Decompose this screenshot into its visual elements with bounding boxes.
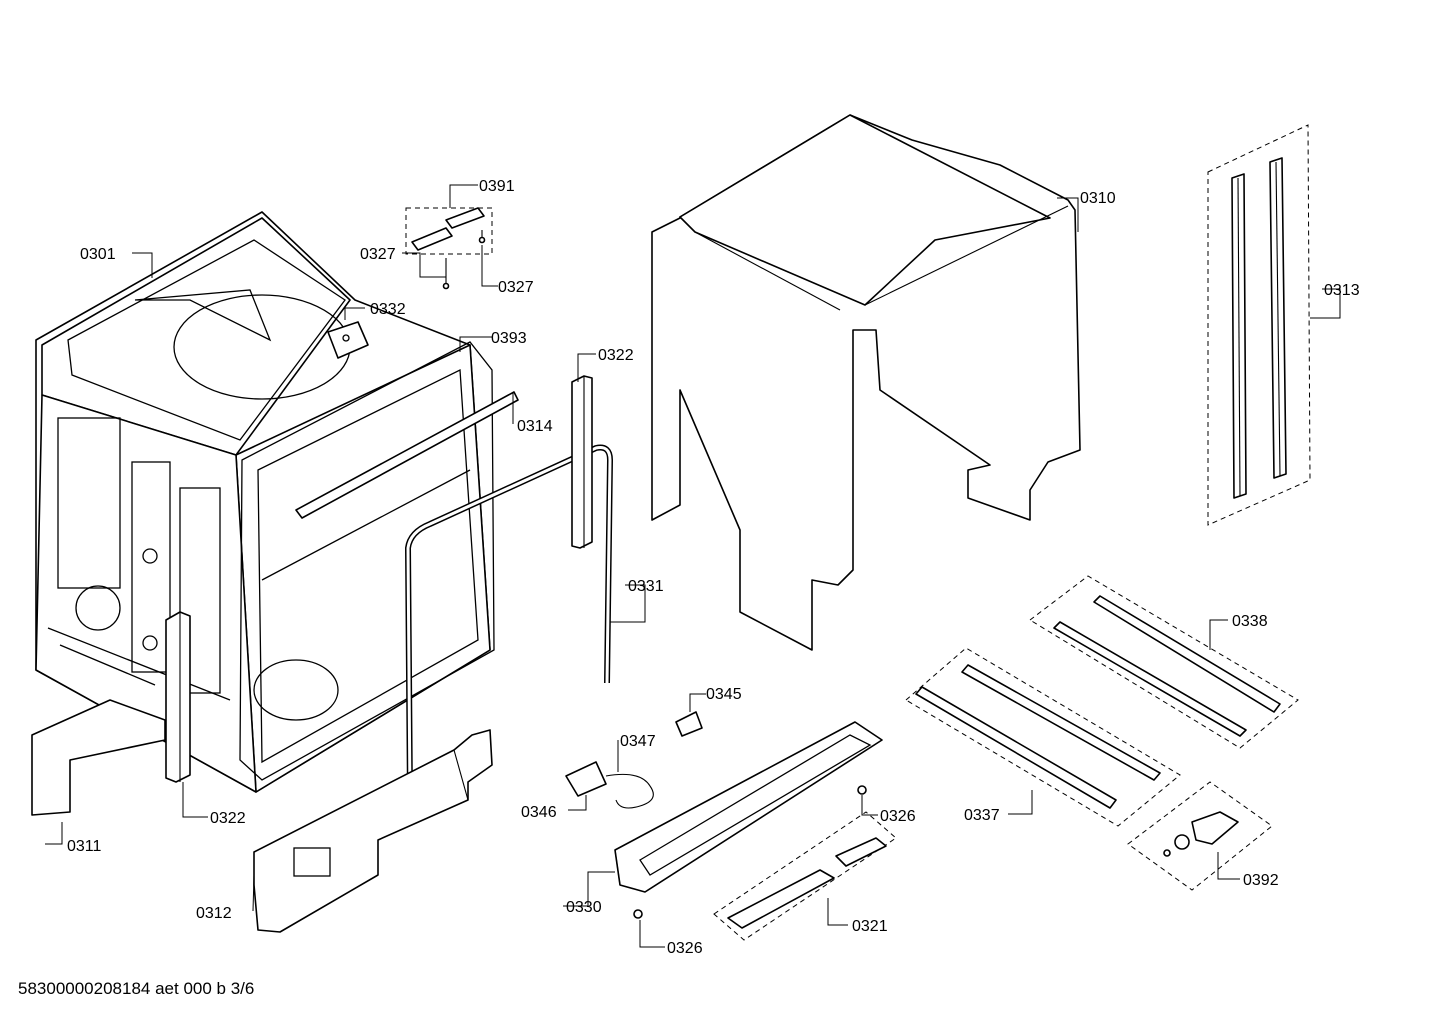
document-reference: 58300000208184 aet 000 b 3/6: [18, 979, 255, 998]
gasket-0331: [405, 444, 613, 801]
label-0311: 0311: [67, 838, 102, 855]
label-0332: 0332: [370, 301, 406, 318]
label-0322-right: 0322: [598, 347, 634, 364]
cylinder-parts-0392: [1127, 781, 1273, 891]
screw-0326-lower: [633, 909, 643, 919]
switch-0346: [565, 761, 607, 797]
label-0312: 0312: [196, 905, 232, 922]
label-0392: 0392: [1243, 872, 1279, 889]
insulation-strip-0322-right: [571, 375, 593, 549]
base-tray-0330: [614, 721, 883, 893]
leader-lines: [45, 184, 1341, 948]
label-0313: 0313: [1324, 282, 1360, 299]
insulation-wrap-0310: [651, 114, 1081, 651]
label-0314: 0314: [517, 418, 553, 435]
label-0326-lower: 0326: [667, 940, 703, 957]
side-rails-0313: [1207, 124, 1311, 526]
blocks-0321: [713, 811, 897, 941]
label-0391: 0391: [479, 178, 515, 195]
label-0393: 0393: [491, 330, 527, 347]
label-0338: 0338: [1232, 613, 1268, 630]
label-0310: 0310: [1080, 190, 1116, 207]
screw-0327-left: [442, 282, 450, 290]
label-0327-right: 0327: [498, 279, 534, 296]
screw-0327-right: [478, 236, 486, 244]
strip-0314: [295, 391, 519, 519]
insulation-0311: [31, 699, 166, 816]
label-0345: 0345: [706, 686, 742, 703]
bracket-0332: [327, 321, 369, 359]
insulation-strip-0322-left: [165, 611, 191, 783]
label-0337: 0337: [964, 807, 1000, 824]
label-0347: 0347: [620, 733, 656, 750]
screw-0326-upper: [857, 785, 867, 795]
label-0322-left: 0322: [210, 810, 246, 827]
label-0301: 0301: [80, 246, 116, 263]
cable-0347: [605, 773, 654, 809]
insulation-0312: [253, 729, 493, 933]
label-0321: 0321: [852, 918, 888, 935]
label-0330: 0330: [566, 899, 602, 916]
tub-0301: [35, 211, 495, 793]
label-0327-left: 0327: [360, 246, 396, 263]
label-0346: 0346: [521, 804, 557, 821]
rails-0338: [1029, 575, 1299, 749]
label-0331: 0331: [628, 578, 664, 595]
hinge-plates-0391: [405, 207, 493, 285]
clip-0345: [675, 711, 703, 737]
label-0326-upper: 0326: [880, 808, 916, 825]
rails-0337: [905, 647, 1181, 827]
